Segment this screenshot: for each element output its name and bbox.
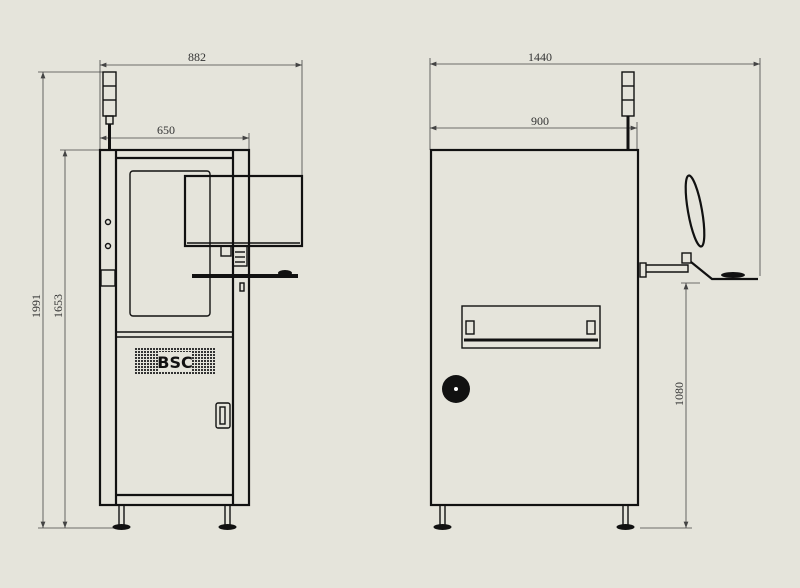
bsc-logo: BSC: [157, 353, 192, 372]
dim-overall-depth: 1440: [528, 50, 552, 64]
front-monitor: [183, 174, 304, 292]
indicator-light: [104, 218, 112, 226]
side-extension-lines: [429, 58, 761, 529]
dim-cabinet-width: 650: [157, 123, 175, 137]
front-leveling-feet: [112, 505, 237, 530]
side-signal-light-tower: [621, 71, 635, 150]
front-extension-lines: [38, 60, 303, 529]
dim-overall-width: 882: [188, 50, 206, 64]
front-cabinet: BSC: [98, 148, 251, 507]
side-monitor-arm: [639, 174, 758, 281]
dim-overall-height: 1991: [29, 294, 43, 318]
side-leveling-feet: [433, 505, 635, 530]
pcb-slot: [461, 305, 601, 349]
indicator-light: [104, 242, 112, 250]
side-cabinet: [429, 148, 640, 507]
emergency-stop-icon: [100, 269, 116, 287]
side-view: 1440 900 1080: [429, 50, 761, 530]
dim-cabinet-height: 1653: [51, 294, 65, 318]
dim-keyboard-height: 1080: [672, 382, 686, 406]
front-view: 882 650 1991 1653: [29, 50, 304, 530]
dim-cabinet-depth: 900: [531, 114, 549, 128]
signal-light-tower: [102, 71, 117, 150]
door-handle: [215, 402, 231, 429]
